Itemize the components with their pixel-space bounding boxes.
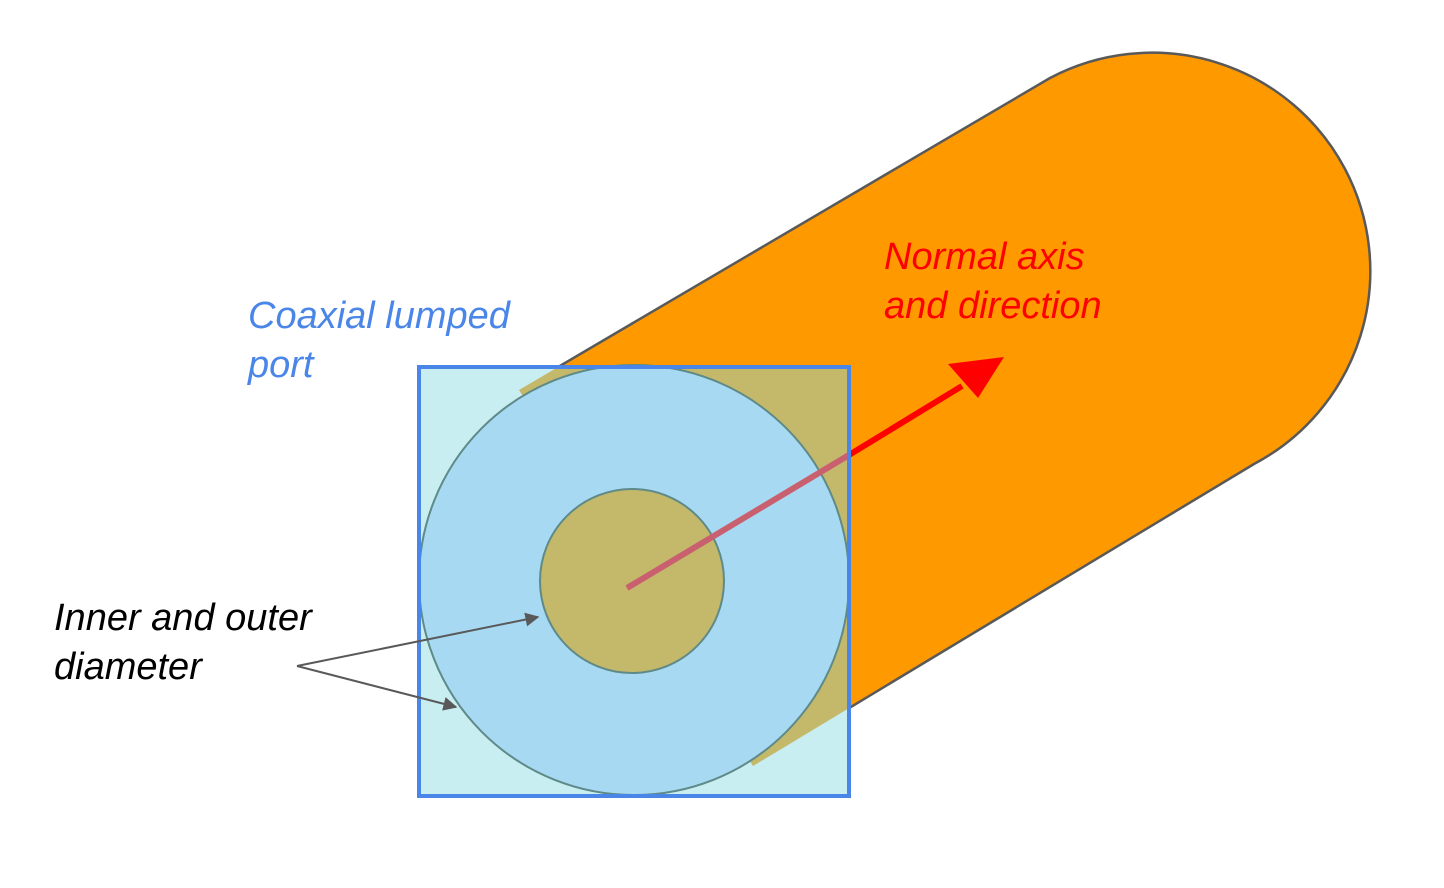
inner-diameter-pointer <box>296 612 540 667</box>
port-box-outline <box>417 365 851 798</box>
outer-diameter-pointer <box>296 665 458 711</box>
coaxial-port-label-line1: Coaxial lumped <box>248 295 510 337</box>
diameter-label-line1: Inner and outer <box>54 597 312 639</box>
normal-axis-label: Normal axis and direction <box>884 233 1102 331</box>
coaxial-port-label: Coaxial lumped port <box>248 292 510 390</box>
diameter-label-line2: diameter <box>54 646 202 688</box>
normal-axis-shaft-outside <box>847 383 964 458</box>
coaxial-port-label-line2: port <box>248 344 314 386</box>
inner-diameter-disc <box>539 488 725 674</box>
diameter-label: Inner and outer diameter <box>54 594 312 692</box>
normal-axis-shaft-inside <box>625 452 851 591</box>
normal-axis-label-line2: and direction <box>884 285 1102 327</box>
normal-axis-label-line1: Normal axis <box>884 236 1085 278</box>
normal-axis-arrowhead <box>948 357 1004 398</box>
